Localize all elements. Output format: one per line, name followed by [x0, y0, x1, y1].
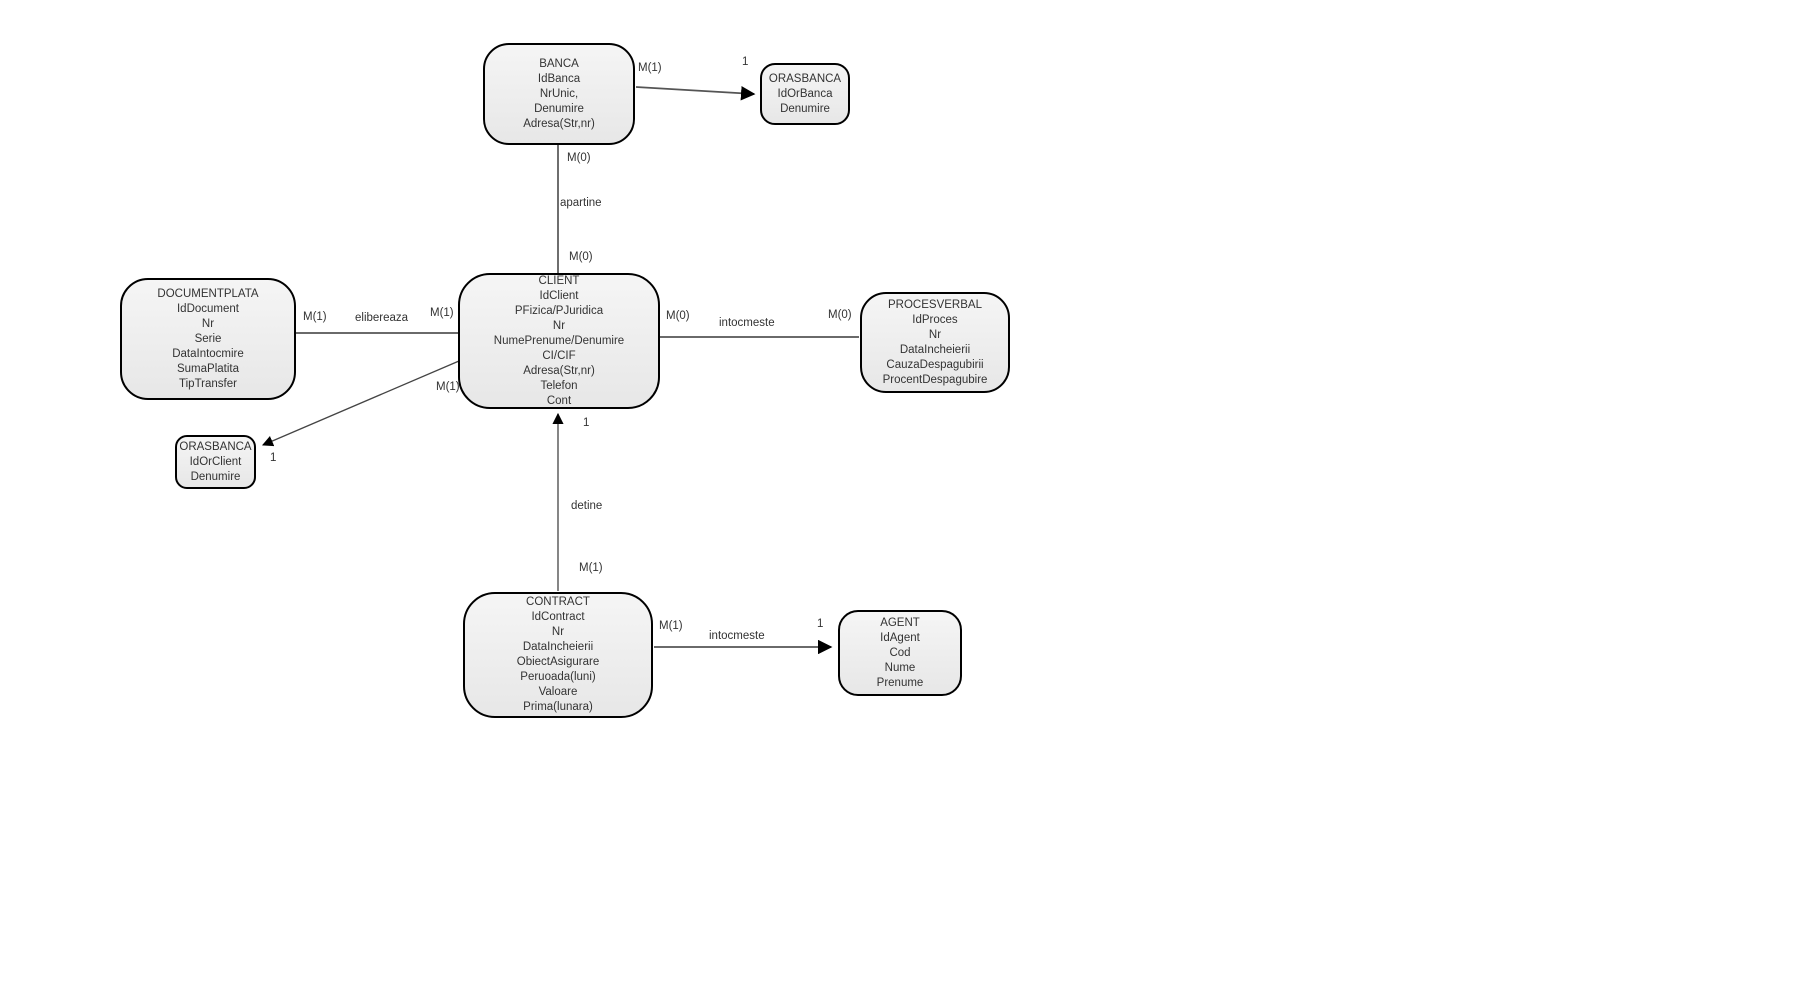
entity-attribute: IdClient	[539, 289, 579, 302]
entity-attribute: NumePrenume/Denumire	[493, 334, 625, 347]
entity-attribute: SumaPlatita	[176, 362, 239, 375]
entity-attribute: Valoare	[538, 686, 578, 698]
entity-attribute: IdContract	[531, 611, 585, 623]
entity-attribute: DataIncheierii	[522, 641, 594, 653]
cardinality-label: M(0)	[666, 310, 690, 322]
cardinality-label: M(1)	[579, 562, 603, 574]
entity-attribute: Nume	[884, 661, 916, 674]
relationship-label: elibereaza	[355, 312, 409, 324]
entity-title: DOCUMENTPLATA	[157, 287, 259, 300]
entity-attribute: Denumire	[780, 102, 830, 115]
entity-attribute: Telefon	[540, 379, 578, 392]
entity-attribute: Nr	[201, 317, 215, 330]
entity-attribute: Cont	[546, 394, 572, 407]
entity-title: AGENT	[880, 616, 920, 629]
entity-attribute: IdAgent	[880, 631, 920, 644]
relationship-label: intocmeste	[709, 630, 765, 642]
relationship-label: apartine	[560, 197, 602, 209]
entity-title: PROCESVERBAL	[888, 298, 982, 311]
entity-attribute: Nr	[551, 626, 565, 638]
entity-attribute: Prenume	[876, 676, 924, 689]
entity-attribute: CauzaDespagubirii	[886, 358, 984, 371]
cardinality-label: M(1)	[659, 620, 683, 632]
entity-attribute: ProcentDespagubire	[882, 373, 988, 386]
entity-documentplata[interactable]: DOCUMENTPLATA IdDocument Nr Serie DataIn…	[120, 278, 296, 400]
entity-title: ORASBANCA	[768, 72, 842, 85]
entity-client[interactable]: CLIENT IdClient PFizica/PJuridica Nr Num…	[458, 273, 660, 409]
entity-procesverbal[interactable]: PROCESVERBAL IdProces Nr DataIncheierii …	[860, 292, 1010, 393]
entity-attribute: Nr	[928, 328, 942, 341]
entity-attribute: PFizica/PJuridica	[514, 304, 604, 317]
relationship-label: intocmeste	[719, 317, 775, 329]
entity-attribute: IdOrBanca	[777, 87, 833, 100]
cardinality-label: 1	[817, 618, 824, 630]
entity-attribute: Nr	[552, 319, 566, 332]
entity-attribute: CI/CIF	[542, 349, 576, 362]
entity-attribute: Peruoada(luni)	[520, 671, 596, 683]
entity-attribute: TipTransfer	[179, 377, 237, 390]
entity-attribute: Serie	[194, 332, 222, 345]
connector-client-orasbanca[interactable]	[261, 360, 460, 447]
entity-title: CONTRACT	[526, 596, 590, 608]
entity-attribute: Prima(lunara)	[523, 701, 593, 713]
cardinality-label: 1	[583, 417, 590, 429]
cardinality-label: M(0)	[567, 152, 591, 164]
entity-orasbanca-top[interactable]: ORASBANCA IdOrBanca Denumire	[760, 63, 850, 125]
entity-orasbanca-left[interactable]: ORASBANCA IdOrClient Denumire	[175, 435, 256, 489]
entity-attribute: IdOrClient	[189, 455, 242, 468]
cardinality-label: M(1)	[430, 307, 454, 319]
entity-title: BANCA	[539, 57, 579, 70]
entity-attribute: Adresa(Str,nr)	[523, 364, 595, 377]
entity-attribute: IdDocument	[176, 302, 239, 315]
cardinality-label: M(0)	[569, 251, 593, 263]
entity-attribute: IdProces	[912, 313, 958, 326]
cardinality-label: 1	[270, 452, 277, 464]
entity-attribute: NrUnic,	[539, 87, 579, 100]
entity-attribute: ObiectAsigurare	[516, 656, 600, 668]
cardinality-label: M(1)	[436, 381, 460, 393]
entity-title: ORASBANCA	[179, 440, 252, 453]
entity-attribute: IdBanca	[537, 72, 581, 85]
cardinality-label: 1	[742, 56, 749, 68]
cardinality-label: M(1)	[303, 311, 327, 323]
entity-attribute: DataIntocmire	[172, 347, 244, 360]
entity-title: CLIENT	[538, 274, 580, 287]
entity-agent[interactable]: AGENT IdAgent Cod Nume Prenume	[838, 610, 962, 696]
entity-attribute: DataIncheierii	[899, 343, 971, 356]
cardinality-label: M(0)	[828, 309, 852, 321]
entity-attribute: Adresa(Str,nr)	[523, 117, 595, 130]
entity-contract[interactable]: CONTRACT IdContract Nr DataIncheierii Ob…	[463, 592, 653, 718]
entity-attribute: Cod	[889, 646, 911, 659]
relationship-label: detine	[571, 500, 603, 512]
connector-banca-orasbanca[interactable]	[635, 86, 756, 101]
cardinality-label: M(1)	[638, 62, 662, 74]
entity-attribute: Denumire	[534, 102, 584, 115]
entity-banca[interactable]: BANCA IdBanca NrUnic, Denumire Adresa(St…	[483, 43, 635, 145]
entity-attribute: Denumire	[190, 470, 241, 483]
